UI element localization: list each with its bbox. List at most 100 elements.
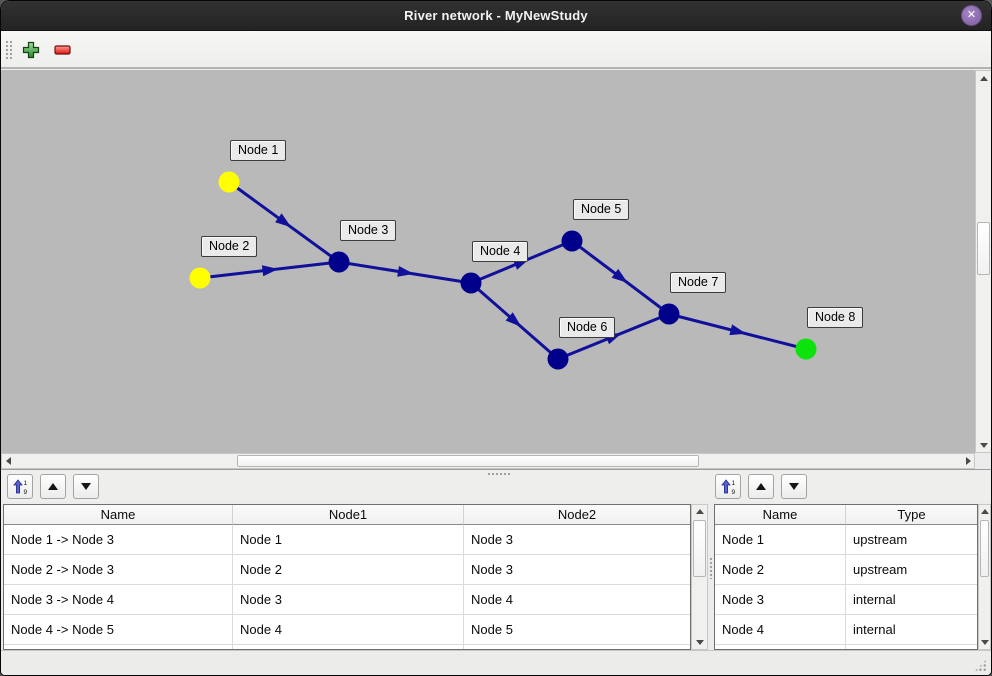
table-row[interactable]: Node 2 upstream — [715, 555, 977, 585]
node-label[interactable]: Node 7 — [670, 272, 727, 293]
network-canvas-area: Node 1 Node 2 Node 3 Node 4 Node 5 Node 6 Node… — [1, 69, 991, 469]
scroll-up-button[interactable] — [979, 505, 990, 518]
cell-type[interactable]: internal — [846, 585, 977, 615]
column-header[interactable]: Type — [846, 505, 977, 525]
nodes-table-scrollbar[interactable] — [978, 504, 991, 650]
table-row[interactable]: Node 4 -> Node 5 Node 4 Node 5 — [4, 615, 690, 645]
column-header[interactable]: Node2 — [464, 505, 690, 525]
canvas-horizontal-scrollbar[interactable] — [1, 453, 975, 469]
resize-grip-icon[interactable] — [974, 659, 987, 672]
node[interactable] — [460, 272, 482, 294]
node[interactable] — [547, 348, 569, 370]
table-row[interactable]: Node 4 internal — [715, 615, 977, 645]
close-button[interactable]: ✕ — [961, 5, 982, 26]
branches-sort-button[interactable]: 1 9 — [7, 474, 33, 499]
node[interactable] — [561, 230, 583, 252]
cell-node1[interactable]: Node 4 — [233, 615, 464, 645]
cell-type[interactable]: upstream — [846, 525, 977, 555]
table-row[interactable]: Node 3 -> Node 4 Node 3 Node 4 — [4, 585, 690, 615]
scroll-down-button[interactable] — [979, 636, 990, 649]
scroll-right-icon — [965, 457, 971, 465]
table-row[interactable]: Node 2 -> Node 3 Node 2 Node 3 — [4, 555, 690, 585]
cell-node2[interactable]: Node 4 — [464, 585, 690, 615]
cell-name[interactable]: Node 3 -> Node 4 — [4, 585, 233, 615]
cell-type[interactable]: upstream — [846, 555, 977, 585]
cell-node1[interactable]: Node 1 — [233, 525, 464, 555]
cell-name[interactable]: Node 2 — [715, 555, 846, 585]
column-header[interactable]: Name — [715, 505, 846, 525]
close-icon: ✕ — [966, 9, 977, 21]
nodes-move-up-button[interactable] — [748, 474, 774, 499]
nodes-sort-button[interactable]: 1 9 — [715, 474, 741, 499]
toolbar-drag-handle[interactable] — [5, 40, 13, 60]
toolbar — [1, 31, 991, 69]
sort-ascending-icon: 1 9 — [12, 478, 27, 495]
sort-ascending-icon: 1 9 — [720, 478, 735, 495]
table-row[interactable]: Node 1 upstream — [715, 525, 977, 555]
scroll-down-icon — [980, 640, 989, 645]
node-label[interactable]: Node 6 — [559, 317, 616, 338]
svg-text:9: 9 — [23, 489, 27, 495]
table-row[interactable]: Node 1 -> Node 3 Node 1 Node 3 — [4, 525, 690, 555]
node[interactable] — [328, 251, 350, 273]
branches-move-up-button[interactable] — [40, 474, 66, 499]
scroll-up-button[interactable] — [976, 71, 991, 85]
node-label[interactable]: Node 1 — [230, 140, 287, 161]
column-header[interactable]: Name — [4, 505, 233, 525]
vertical-scroll-thumb[interactable] — [977, 222, 990, 275]
network-canvas[interactable]: Node 1 Node 2 Node 3 Node 4 Node 5 Node 6 Node… — [1, 70, 975, 453]
node[interactable] — [658, 303, 680, 325]
cell-name[interactable]: Node 4 -> Node 5 — [4, 615, 233, 645]
window-title: River network - MyNewStudy — [404, 8, 588, 23]
node-label[interactable]: Node 5 — [573, 199, 630, 220]
vertical-scroll-thumb[interactable] — [980, 520, 989, 577]
cell-node2[interactable]: Node 3 — [464, 525, 690, 555]
nodes-move-down-button[interactable] — [781, 474, 807, 499]
remove-button[interactable] — [51, 38, 75, 62]
plus-icon — [22, 41, 40, 59]
node-label[interactable]: Node 8 — [807, 307, 864, 328]
edge-arrow-icon — [729, 324, 747, 336]
node[interactable] — [189, 267, 211, 289]
cell-name[interactable]: Node 1 — [715, 525, 846, 555]
node-label[interactable]: Node 3 — [340, 220, 397, 241]
cell-node2[interactable]: Node 3 — [464, 555, 690, 585]
node-label[interactable]: Node 4 — [472, 241, 529, 262]
cell-type[interactable]: internal — [846, 615, 977, 645]
column-header[interactable]: Node1 — [233, 505, 464, 525]
edge-arrow-icon — [611, 268, 628, 283]
scrollbar-corner — [975, 453, 991, 469]
cell-name[interactable]: Node 2 -> Node 3 — [4, 555, 233, 585]
cell-name[interactable]: Node 3 — [715, 585, 846, 615]
cell-name[interactable]: Node 1 -> Node 3 — [4, 525, 233, 555]
scroll-down-button[interactable] — [692, 636, 707, 649]
cell-name[interactable]: Node 4 — [715, 615, 846, 645]
titlebar[interactable]: River network - MyNewStudy ✕ — [1, 1, 991, 31]
add-button[interactable] — [19, 38, 43, 62]
scroll-up-button[interactable] — [692, 505, 707, 518]
table-row-empty — [4, 645, 690, 649]
node[interactable] — [795, 338, 817, 360]
scroll-left-button[interactable] — [2, 454, 14, 468]
node[interactable] — [218, 171, 240, 193]
node-label[interactable]: Node 2 — [201, 236, 258, 257]
horizontal-scroll-thumb[interactable] — [237, 455, 699, 467]
svg-text:1: 1 — [731, 480, 735, 487]
cell-node1[interactable]: Node 3 — [233, 585, 464, 615]
canvas-vertical-scrollbar[interactable] — [975, 70, 991, 453]
minus-icon — [54, 45, 71, 55]
panel-splitter-handle[interactable] — [709, 557, 713, 579]
splitter-handle[interactable] — [487, 472, 511, 476]
scroll-up-icon — [980, 509, 989, 514]
vertical-scroll-thumb[interactable] — [693, 520, 706, 577]
branches-header-row: Name Node1 Node2 — [4, 505, 690, 525]
cell-node1[interactable]: Node 2 — [233, 555, 464, 585]
scroll-right-button[interactable] — [962, 454, 974, 468]
scroll-down-button[interactable] — [976, 438, 991, 452]
branches-move-down-button[interactable] — [73, 474, 99, 499]
table-row[interactable]: Node 3 internal — [715, 585, 977, 615]
branches-table-scrollbar[interactable] — [691, 504, 708, 650]
cell-node2[interactable]: Node 5 — [464, 615, 690, 645]
tables-area: Name Node1 Node2 Node 1 -> Node 3 Node 1… — [1, 502, 991, 650]
